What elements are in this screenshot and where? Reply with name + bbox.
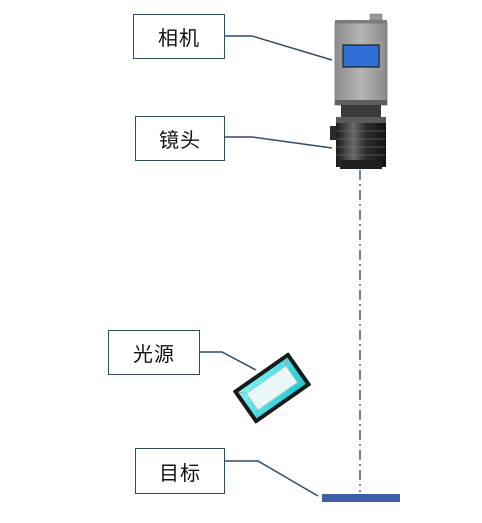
camera-label: 相机	[133, 14, 225, 59]
light-leader-line	[200, 351, 257, 371]
light-source-device	[233, 352, 311, 424]
target-leader-line	[225, 460, 319, 497]
camera-device	[334, 13, 388, 106]
target-label-text: 目标	[159, 460, 201, 485]
camera-label-text: 相机	[158, 26, 200, 50]
lens-leader-line	[225, 136, 333, 149]
lens-device	[330, 105, 386, 169]
target-label: 目标	[135, 448, 225, 494]
lens-label-text: 镜头	[159, 128, 201, 152]
lens-label: 镜头	[135, 116, 225, 161]
light-source-label: 光源	[108, 330, 200, 375]
camera-leader-line	[225, 35, 333, 61]
light-source-label-text: 光源	[133, 342, 175, 366]
leader-lines	[200, 35, 333, 497]
target-plate	[322, 494, 400, 502]
camera-window	[342, 44, 380, 68]
